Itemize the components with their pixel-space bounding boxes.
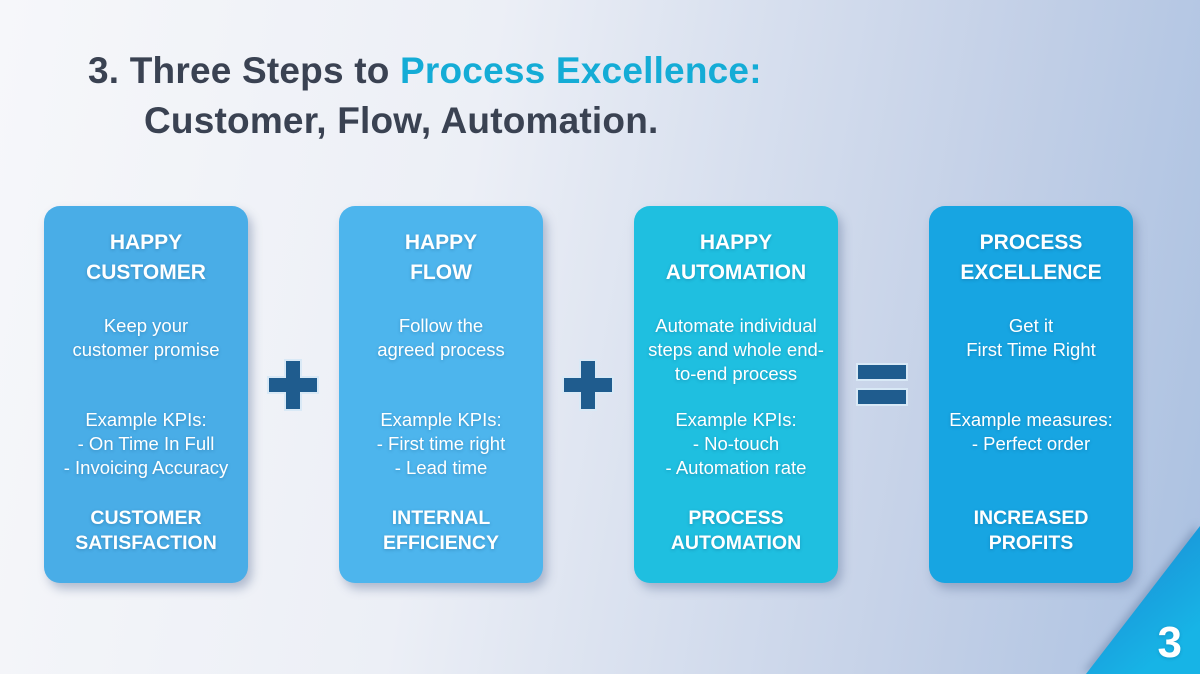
equals-operator [856,363,908,406]
card-body-text: Get it First Time Right [966,315,1096,360]
card-kpi-list: Example KPIs: - On Time In Full - Invoic… [63,409,229,478]
card-footer: INCREASED PROFITS [973,507,1089,554]
title-line1-accent: Process Excellence: [400,50,762,91]
plus-icon [562,359,614,411]
title-line2: Customer, Flow, Automation. [144,100,659,141]
plus-operator-1 [266,358,320,412]
card-heading: HAPPY AUTOMATION [665,231,807,284]
card-process-excellence: PROCESS EXCELLENCE Get it First Time Rig… [929,206,1133,583]
slide-title: 3. Three Steps to Process Excellence: Cu… [88,46,762,146]
card-body-text: Follow the agreed process [377,315,505,360]
card-footer: CUSTOMER SATISFACTION [75,507,217,554]
card-kpi-list: Example measures: - Perfect order [949,409,1113,454]
corner-triangle: 3 [1086,526,1200,674]
title-line1-prefix: 3. Three Steps to [88,50,401,91]
card-heading: HAPPY FLOW [404,231,478,284]
equals-icon [856,363,908,406]
card-kpi-list: Example KPIs: - No-touch - Automation ra… [665,409,807,478]
page-number: 3 [1157,618,1182,667]
card-body-text: Keep your customer promise [72,315,220,360]
plus-operator-2 [561,358,615,412]
corner-triangle-wrap: 3 [1086,526,1200,674]
card-heading: PROCESS EXCELLENCE [960,231,1102,284]
card-happy-flow: HAPPY FLOW Follow the agreed process Exa… [339,206,543,583]
card-happy-customer: HAPPY CUSTOMER Keep your customer promis… [44,206,248,583]
title-line1: 3. Three Steps to Process Excellence: [88,46,762,96]
card-footer: PROCESS AUTOMATION [670,507,802,554]
card-heading: HAPPY CUSTOMER [86,231,206,284]
card-kpi-list: Example KPIs: - First time right - Lead … [376,409,506,478]
card-footer: INTERNAL EFFICIENCY [383,507,499,554]
plus-icon [267,359,319,411]
card-happy-automation: HAPPY AUTOMATION Automate individual ste… [634,206,838,583]
card-body-text: Automate individual steps and whole end-… [648,315,824,384]
